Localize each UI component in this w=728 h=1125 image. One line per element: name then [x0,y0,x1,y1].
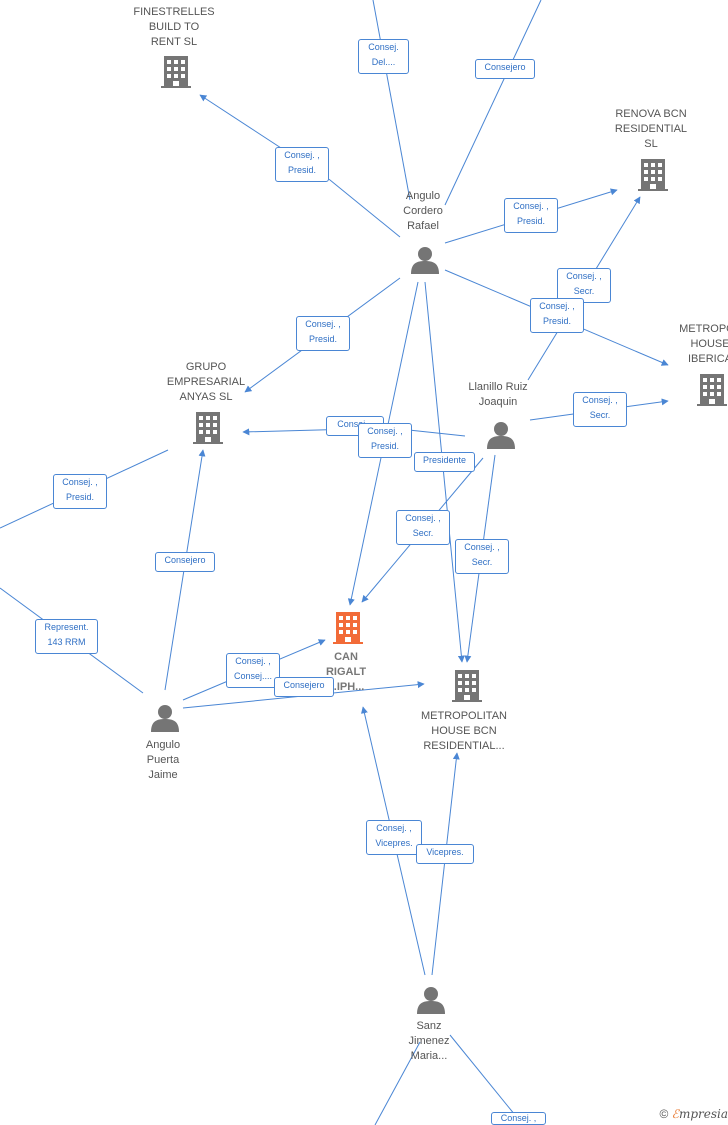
node-label-sanz[interactable]: Sanz Jimenez Maria... [408,1020,450,1062]
node-label-grupo[interactable]: GRUPO EMPRESARIAL ANYAS SL [166,361,246,403]
edge-label-can-secr[interactable]: Consej. , Secr. [396,510,450,545]
building-icon [452,670,482,702]
building-icon [193,412,223,444]
node-label-metropolitan[interactable]: METROPOLITAN HOUSE BCN RESIDENTIAL... [421,710,507,752]
node-label-finestrelles[interactable]: FINESTRELLES BUILD TO RENT SL [133,6,215,48]
node-label-angulo-puerta[interactable]: Angulo Puerta Jaime [145,739,181,781]
edge-label-can-consej[interactable]: Consej. , Consej.... [226,653,280,688]
edge-label-finestrelles-presid[interactable]: Consej. , Presid. [275,147,329,182]
edge-label-consej-del[interactable]: Consej. Del.... [358,39,409,74]
edge-label-sanz-vicepres[interactable]: Consej. , Vicepres. [366,820,422,855]
edge-label-llanillo-presid[interactable]: Consej. , Presid. [358,423,412,458]
edge-label-renova-secr[interactable]: Consej. , Secr. [557,268,611,303]
edge-line [374,1041,421,1125]
edge-label-renova-presid[interactable]: Consej. , Presid. [504,198,558,233]
copyright-symbol: © [659,1107,669,1121]
edge-label-consejero-metro[interactable]: Consejero [274,677,334,697]
empresia-logo-e: ℰ [671,1107,679,1121]
person-icon [411,247,439,274]
edge-label-metropol-presid[interactable]: Consej. , Presid. [530,298,584,333]
building-icon [161,56,191,88]
building-icon-highlight [333,612,363,644]
edge-label-grupo-presid[interactable]: Consej. , Presid. [296,316,350,351]
node-label-metropol-iberica[interactable]: METROPOL HOUSE IBERICA [679,323,728,365]
edge-line [199,94,401,238]
edge-label-bottom-consej[interactable]: Consej. , [491,1112,546,1125]
edge-line [431,752,460,976]
edge-label-left-presid[interactable]: Consej. , Presid. [53,474,107,509]
edge-line [424,281,465,663]
node-label-can-rigalt[interactable]: CAN RIGALT ...IPH... [325,651,367,693]
building-icon [638,159,668,191]
edge-label-metro-secr[interactable]: Consej. , Secr. [455,539,509,574]
edge-label-metropol-secr[interactable]: Consej. , Secr. [573,392,627,427]
edge-label-represent[interactable]: Represent. 143 RRM [35,619,98,654]
edge-label-presidente[interactable]: Presidente [414,452,475,472]
edge-line [372,0,411,201]
edge-label-vicepres[interactable]: Vicepres. [416,844,474,864]
edges [0,0,669,1125]
node-label-llanillo[interactable]: Llanillo Ruiz Joaquin [468,381,528,408]
node-label-angulo-cordero[interactable]: Angulo Cordero Rafael [403,190,443,232]
edge-line [449,1034,516,1116]
person-icon [151,705,179,732]
person-icon [487,422,515,449]
person-icon [417,987,445,1014]
empresia-logo-text: mpresia [678,1107,728,1121]
edge-label-consejero-top[interactable]: Consejero [475,59,535,79]
node-label-renova[interactable]: RENOVA BCN RESIDENTIAL SL [614,108,688,150]
edge-line [444,0,542,206]
building-icon [697,374,727,406]
edge-label-consejero-grupo[interactable]: Consejero [155,552,215,572]
empresia-logo: © ℰmpresia [659,1107,728,1121]
